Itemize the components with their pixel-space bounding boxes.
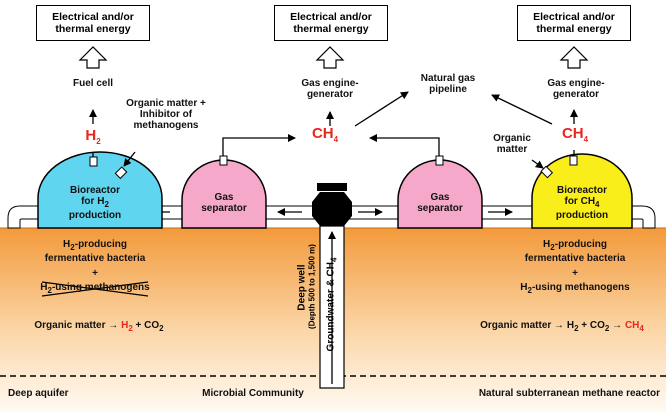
port-sep-right bbox=[435, 155, 444, 166]
fuel-cell-label: Fuel cell bbox=[72, 78, 113, 89]
center-engine-label: Gas engine-generator bbox=[301, 78, 359, 101]
port-inhibitor bbox=[114, 166, 128, 180]
left-reaction: Organic matter → H2 + CO2 bbox=[34, 320, 164, 333]
deep-well-label: Deep well bbox=[297, 248, 308, 328]
h2-label-left: H2 bbox=[85, 127, 101, 146]
arrow-sep-right-to-ch4 bbox=[369, 134, 440, 156]
port-sep-left bbox=[219, 155, 228, 166]
bioreactor-ch4-dome bbox=[531, 153, 633, 229]
left-reaction-prefix: Organic matter → bbox=[34, 320, 119, 331]
arrow-inhibitor-in bbox=[123, 151, 136, 167]
energy-box-right: Electrical and/or thermal energy bbox=[517, 5, 631, 41]
wellhead-cap bbox=[317, 183, 347, 191]
arrow-ch4-right-to-pipeline bbox=[491, 94, 553, 125]
right-methanogens-label: H2-using methanogens bbox=[520, 282, 630, 295]
microbial-community-label: Microbial Community bbox=[202, 388, 304, 399]
right-engine-label: Gas engine-generator bbox=[547, 78, 605, 101]
hollow-arrow-right bbox=[559, 46, 589, 69]
energy-box-center: Electrical and/or thermal energy bbox=[274, 5, 388, 41]
energy-box-left-label: Electrical and/or thermal energy bbox=[52, 10, 134, 35]
hollow-arrow-center bbox=[315, 46, 345, 69]
port-organic-right bbox=[540, 165, 554, 179]
energy-box-right-label: Electrical and/or thermal energy bbox=[533, 10, 615, 35]
deep-well-text: Deep well bbox=[296, 264, 308, 311]
arrow-ch4-to-pipeline bbox=[354, 91, 409, 127]
elbow-pipe-left bbox=[7, 205, 41, 229]
arrow-sep-to-ch4 bbox=[222, 134, 296, 156]
port-h2 bbox=[89, 156, 98, 167]
deep-aquifer-label: Deep aquifer bbox=[8, 388, 69, 399]
ch4-label-right: CH4 bbox=[561, 125, 589, 144]
right-organic-label: Organic matter bbox=[493, 133, 531, 156]
pipeline-label: Natural gas pipeline bbox=[420, 73, 476, 96]
left-methanogens-crossed: H2-using methanogens bbox=[40, 282, 150, 295]
wellhead-valve bbox=[312, 192, 352, 226]
energy-box-left: Electrical and/or thermal energy bbox=[36, 5, 150, 41]
left-plus: + bbox=[92, 268, 98, 279]
bioreactor-h2-dome bbox=[37, 151, 163, 229]
right-reaction-ch4: CH4 bbox=[624, 320, 644, 333]
energy-box-center-label: Electrical and/or thermal energy bbox=[290, 10, 372, 35]
crossout-line-2 bbox=[41, 281, 149, 297]
right-reaction: Organic matter → H2 + CO2 → CH4 bbox=[480, 320, 644, 333]
port-ch4-right bbox=[569, 155, 578, 166]
hollow-arrow-left bbox=[78, 46, 108, 69]
right-plus: + bbox=[572, 268, 578, 279]
ch4-label-center: CH4 bbox=[311, 125, 339, 144]
groundwater-flow-label: Groundwater & CH4 bbox=[325, 257, 339, 352]
left-reaction-h2: H2 bbox=[121, 320, 133, 333]
methane-reactor-label: Natural subterranean methane reactor bbox=[478, 388, 660, 399]
left-inputs-label: Organic matter + Inhibitor of methanogen… bbox=[126, 98, 206, 132]
arrow-organic-right-in bbox=[531, 159, 544, 169]
well-depth-label: (Depth 500 to 1,500 m) bbox=[307, 244, 317, 329]
